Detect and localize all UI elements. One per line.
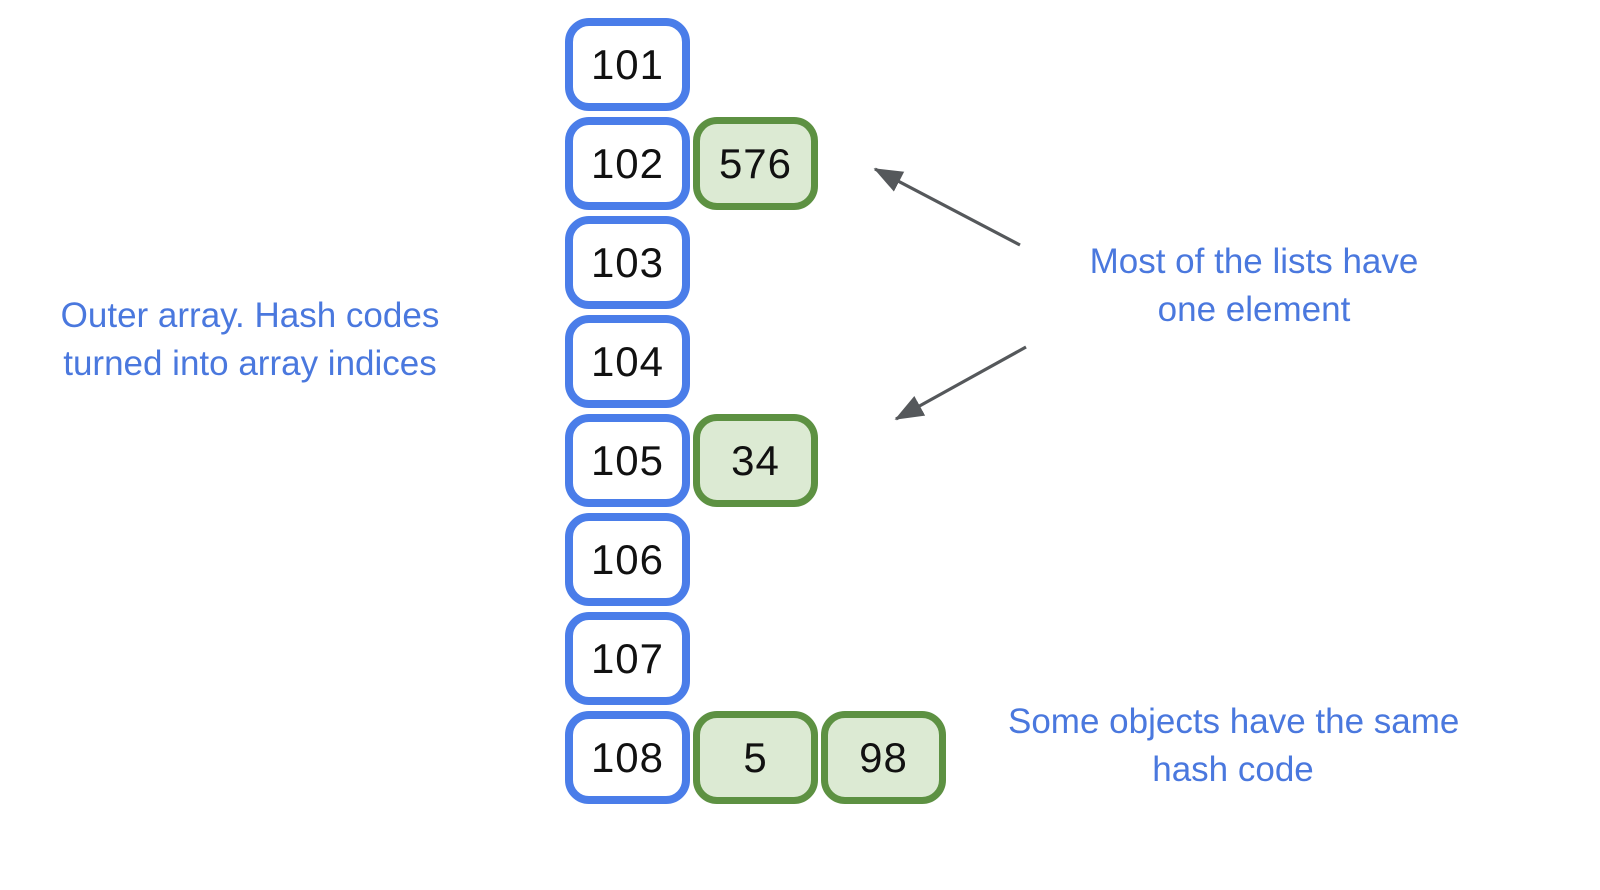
index-box-104: 104 bbox=[565, 315, 690, 408]
collision-caption-line2: hash code bbox=[1152, 750, 1314, 789]
index-label: 107 bbox=[590, 634, 665, 682]
value-box-5: 5 bbox=[693, 711, 818, 804]
collision-caption: Some objects have the same hash code bbox=[1008, 698, 1460, 794]
index-box-101: 101 bbox=[565, 18, 690, 111]
value-box-98: 98 bbox=[821, 711, 946, 804]
outer-array: 101 102 576 103 104 105 bbox=[565, 18, 946, 804]
value-box-34: 34 bbox=[693, 414, 818, 507]
bucket-row-104: 104 bbox=[565, 315, 946, 408]
index-label: 108 bbox=[590, 733, 665, 781]
index-box-103: 103 bbox=[565, 216, 690, 309]
index-label: 105 bbox=[590, 436, 665, 484]
bucket-row-103: 103 bbox=[565, 216, 946, 309]
index-box-105: 105 bbox=[565, 414, 690, 507]
bucket-row-102: 102 576 bbox=[565, 117, 946, 210]
lists-caption-line1: Most of the lists have bbox=[1089, 242, 1419, 281]
index-box-106: 106 bbox=[565, 513, 690, 606]
collision-caption-line1: Some objects have the same bbox=[1008, 702, 1460, 741]
outer-array-caption-line1: Outer array. Hash codes bbox=[60, 296, 440, 335]
index-label: 103 bbox=[590, 238, 665, 286]
index-label: 104 bbox=[590, 337, 665, 385]
value-label: 576 bbox=[718, 139, 793, 187]
value-label: 98 bbox=[859, 733, 908, 781]
outer-array-caption-line2: turned into array indices bbox=[63, 344, 437, 383]
index-box-102: 102 bbox=[565, 117, 690, 210]
lists-caption-line2: one element bbox=[1157, 290, 1351, 329]
outer-array-caption: Outer array. Hash codes turned into arra… bbox=[25, 292, 475, 388]
index-box-108: 108 bbox=[565, 711, 690, 804]
index-label: 106 bbox=[590, 535, 665, 583]
lists-caption: Most of the lists have one element bbox=[1029, 238, 1479, 334]
index-label: 102 bbox=[590, 139, 665, 187]
index-label: 101 bbox=[590, 40, 665, 88]
bucket-row-108: 108 5 98 bbox=[565, 711, 946, 804]
bucket-row-101: 101 bbox=[565, 18, 946, 111]
value-box-576: 576 bbox=[693, 117, 818, 210]
value-label: 5 bbox=[743, 733, 768, 781]
bucket-row-105: 105 34 bbox=[565, 414, 946, 507]
value-label: 34 bbox=[731, 436, 780, 484]
bucket-row-107: 107 bbox=[565, 612, 946, 705]
bucket-row-106: 106 bbox=[565, 513, 946, 606]
index-box-107: 107 bbox=[565, 612, 690, 705]
